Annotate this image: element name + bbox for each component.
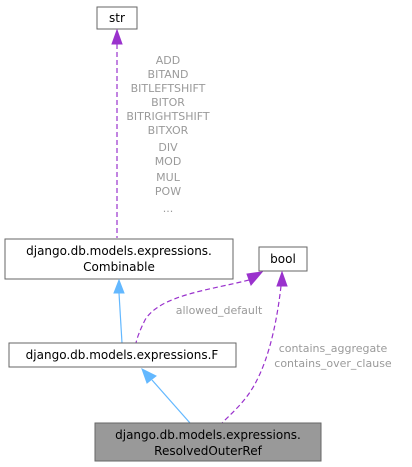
- edge-str-combinable-labels: ADD BITAND BITLEFTSHIFT BITOR BITRIGHTSH…: [126, 54, 210, 215]
- edge-bool-resolved-arrowhead: [276, 270, 288, 287]
- node-f-label: django.db.models.expressions.F: [26, 348, 219, 362]
- edge-combinable-f-line: [118, 292, 123, 344]
- node-combinable-label-line2: Combinable: [83, 260, 155, 274]
- edge-bool-f-label: allowed_default: [176, 304, 263, 317]
- edge-bool-f: allowed_default: [135, 271, 264, 344]
- node-combinable[interactable]: django.db.models.expressions. Combinable: [4, 238, 234, 280]
- label-bitxor: BITXOR: [148, 124, 189, 137]
- edge-str-combinable-arrowhead: [111, 28, 123, 45]
- edge-bool-f-arrowhead: [246, 271, 264, 286]
- label-add: ADD: [156, 54, 180, 67]
- label-bitor: BITOR: [151, 96, 185, 109]
- edge-f-resolved-arrowhead: [141, 367, 157, 384]
- edge-bool-resolved: contains_aggregate contains_over_clause: [221, 270, 392, 424]
- node-bool-label: bool: [270, 252, 296, 266]
- label-bitleftshift: BITLEFTSHIFT: [131, 82, 206, 95]
- node-bool[interactable]: bool: [258, 246, 308, 272]
- label-mod: MOD: [155, 155, 182, 168]
- node-resolvedouterref[interactable]: django.db.models.expressions. ResolvedOu…: [94, 422, 322, 462]
- edge-combinable-f: [113, 278, 125, 344]
- node-resolvedouterref-label-line2: ResolvedOuterRef: [154, 444, 262, 458]
- node-combinable-label-line1: django.db.models.expressions.: [26, 244, 212, 258]
- label-bitand: BITAND: [148, 68, 189, 81]
- edge-bool-resolved-label-line2: contains_over_clause: [274, 357, 392, 370]
- edge-bool-f-line: [135, 279, 250, 344]
- node-f[interactable]: django.db.models.expressions.F: [8, 342, 237, 368]
- node-str[interactable]: str: [96, 6, 138, 30]
- label-pow: POW: [155, 185, 181, 198]
- label-ellipsis: ...: [163, 202, 174, 215]
- node-resolvedouterref-label-line1: django.db.models.expressions.: [115, 428, 301, 442]
- node-str-label: str: [109, 11, 125, 25]
- edge-bool-resolved-label-line1: contains_aggregate: [279, 342, 388, 355]
- label-mul: MUL: [156, 171, 181, 184]
- edge-str-combinable: ADD BITAND BITLEFTSHIFT BITOR BITRIGHTSH…: [111, 28, 210, 238]
- edge-f-resolved-line: [151, 379, 191, 424]
- edge-bool-resolved-line: [221, 285, 282, 424]
- edge-combinable-f-arrowhead: [113, 278, 125, 294]
- edge-f-resolved: [141, 367, 191, 424]
- label-div: DIV: [158, 141, 178, 154]
- label-bitrightshift: BITRIGHTSHIFT: [126, 110, 210, 123]
